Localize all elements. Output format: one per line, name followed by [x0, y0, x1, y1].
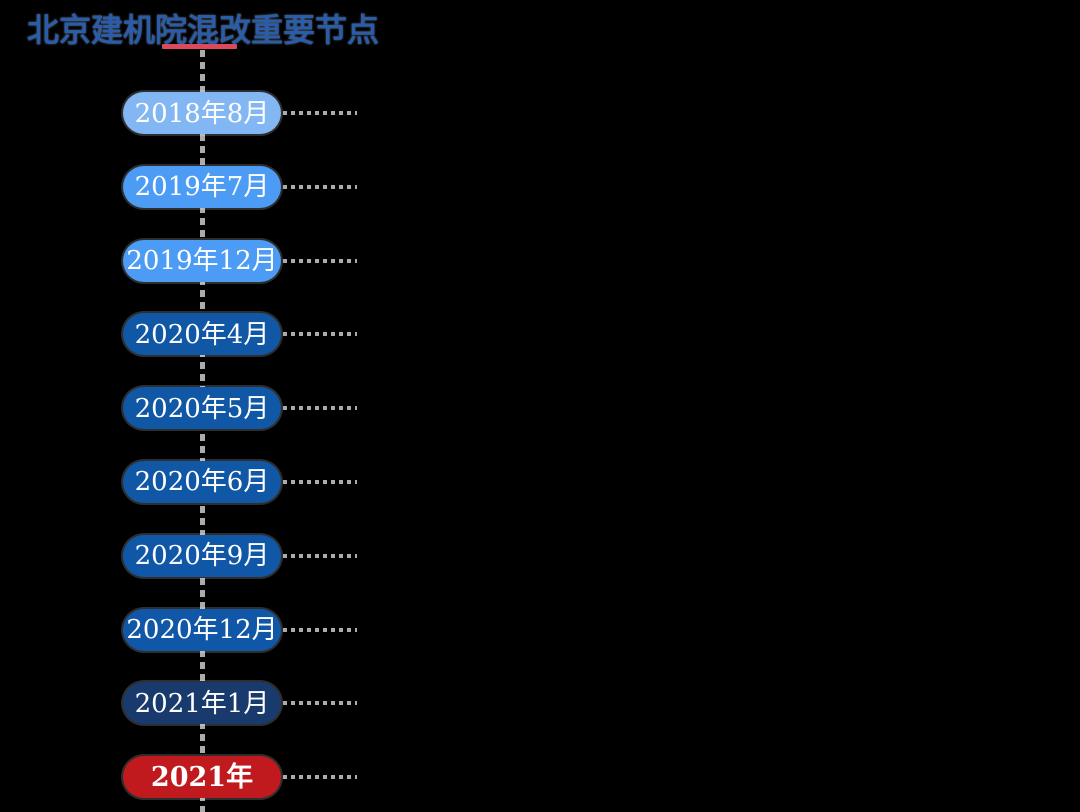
title-underline — [162, 44, 237, 49]
timeline-row: 2020年6月 — [123, 460, 357, 503]
timeline-row: 2020年5月 — [123, 387, 357, 430]
timeline-date-label: 2020年9月 — [134, 541, 270, 572]
timeline-pill: 2021年 — [123, 756, 281, 799]
timeline-row: 2021年 — [123, 756, 357, 799]
timeline-row: 2020年9月 — [123, 534, 357, 577]
timeline-pill: 2020年6月 — [123, 460, 281, 503]
connector-dash-line — [283, 258, 357, 263]
timeline-date-label: 2019年12月 — [126, 246, 278, 277]
timeline-pill: 2021年1月 — [123, 682, 281, 725]
timeline-pill: 2019年7月 — [123, 165, 281, 208]
timeline-date-label: 2021年 — [150, 762, 254, 794]
connector-dash-line — [283, 479, 357, 484]
timeline-row: 2019年12月 — [123, 239, 357, 282]
timeline-row: 2021年1月 — [123, 682, 357, 725]
timeline-date-label: 2020年6月 — [134, 467, 270, 498]
timeline-pill: 2018年8月 — [123, 92, 281, 134]
timeline-axis-dashed-line — [200, 50, 205, 812]
timeline-date-label: 2018年8月 — [134, 98, 270, 129]
connector-dash-line — [283, 184, 357, 189]
timeline-pill: 2020年12月 — [123, 608, 281, 651]
timeline-items: 2018年8月 2019年7月 2019年12月 2020年4月 2020年5月… — [123, 92, 357, 799]
timeline-row: 2020年12月 — [123, 608, 357, 651]
connector-dash-line — [283, 406, 357, 411]
timeline-date-label: 2021年1月 — [134, 688, 270, 719]
timeline-row: 2018年8月 — [123, 92, 357, 134]
timeline-date-label: 2020年5月 — [134, 393, 270, 424]
connector-dash-line — [283, 775, 357, 780]
timeline-date-label: 2020年12月 — [126, 615, 278, 646]
connector-dash-line — [283, 553, 357, 558]
timeline-row: 2020年4月 — [123, 313, 357, 356]
timeline-row: 2019年7月 — [123, 165, 357, 208]
timeline-pill: 2019年12月 — [123, 239, 281, 282]
page-title: 北京建机院混改重要节点 — [27, 12, 380, 48]
timeline-pill: 2020年9月 — [123, 534, 281, 577]
timeline-pill: 2020年4月 — [123, 313, 281, 356]
timeline-date-label: 2019年7月 — [134, 172, 270, 203]
timeline-pill: 2020年5月 — [123, 387, 281, 430]
connector-dash-line — [283, 332, 357, 337]
connector-dash-line — [283, 111, 357, 115]
timeline-date-label: 2020年4月 — [134, 319, 270, 350]
connector-dash-line — [283, 627, 357, 632]
connector-dash-line — [283, 701, 357, 706]
